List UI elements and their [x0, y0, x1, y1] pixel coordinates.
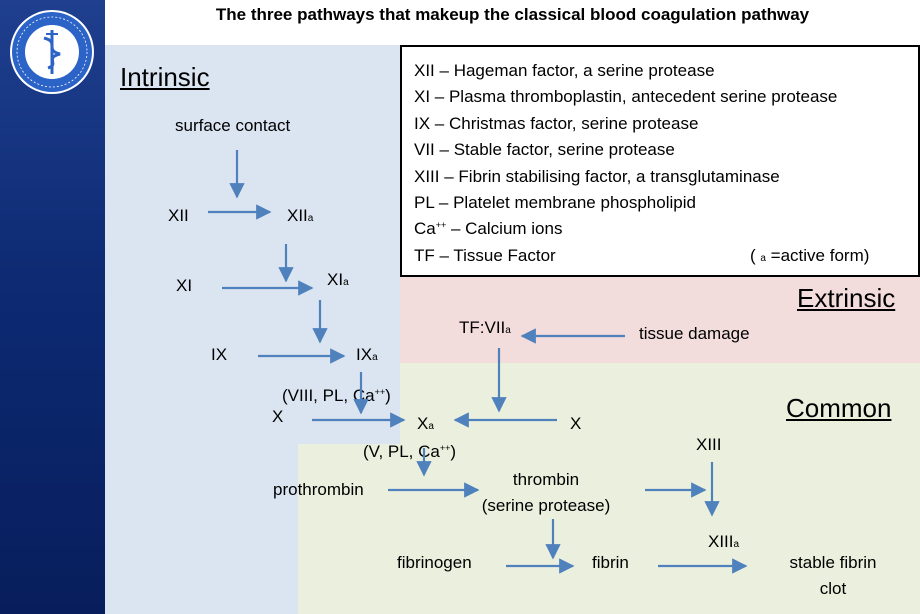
common-region — [400, 363, 920, 614]
legend-item-vii: VII – Stable factor, serine protease — [414, 140, 675, 159]
heading-intrinsic: Intrinsic — [120, 62, 210, 92]
node-prothrombin: prothrombin — [273, 480, 364, 499]
node-xiiia: XIIIa — [708, 532, 740, 551]
node-thrombin: thrombin — [512, 470, 580, 489]
node-cofactors-viii: (VIII, PL, Ca++) — [282, 386, 391, 405]
legend-box: XII – Hageman factor, a serine protease … — [400, 45, 920, 277]
legend-item-ix: IX – Christmas factor, serine protease — [414, 114, 699, 133]
node-xiii: XIII — [696, 435, 722, 454]
node-x-right: X — [570, 414, 582, 433]
node-xia: XIa — [327, 270, 349, 289]
legend-item-xiii: XIII – Fibrin stabilising factor, a tran… — [414, 167, 780, 186]
legend-note: ( a =active form) — [750, 246, 870, 265]
node-tf-viia: TF:VIIa — [459, 318, 511, 337]
extrinsic-region — [400, 277, 920, 363]
node-clot: clot — [819, 579, 847, 598]
node-xiia: XIIa — [287, 206, 314, 225]
node-fibrinogen: fibrinogen — [397, 553, 472, 572]
node-xa: Xa — [417, 414, 434, 433]
node-ixa: IXa — [356, 345, 378, 364]
legend-item-xii: XII – Hageman factor, a serine protease — [414, 61, 715, 80]
slide-title: The three pathways that makeup the class… — [215, 5, 810, 24]
node-surface-contact: surface contact — [175, 116, 291, 135]
node-fibrin: fibrin — [592, 553, 629, 572]
node-stable-fibrin: stable fibrin — [789, 553, 877, 572]
node-xi: XI — [176, 276, 193, 295]
node-xii: XII — [168, 206, 189, 225]
sidebar — [0, 0, 105, 614]
node-tissue-damage: tissue damage — [639, 324, 750, 343]
node-thrombin-note: (serine protease) — [481, 496, 611, 515]
title-bar — [105, 0, 920, 45]
node-x-left: X — [272, 407, 284, 426]
legend-item-tf: TF – Tissue Factor — [414, 246, 556, 265]
heading-extrinsic: Extrinsic — [797, 283, 896, 313]
legend-item-pl: PL – Platelet membrane phospholipid — [414, 193, 696, 212]
legend-item-xi: XI – Plasma thromboplastin, antecedent s… — [414, 87, 838, 106]
common-region-extension — [298, 444, 400, 614]
legend-item-ca: Ca++ – Calcium ions — [414, 219, 563, 238]
node-ix: IX — [211, 345, 228, 364]
hospital-logo — [10, 10, 94, 94]
heading-common: Common — [786, 393, 892, 423]
